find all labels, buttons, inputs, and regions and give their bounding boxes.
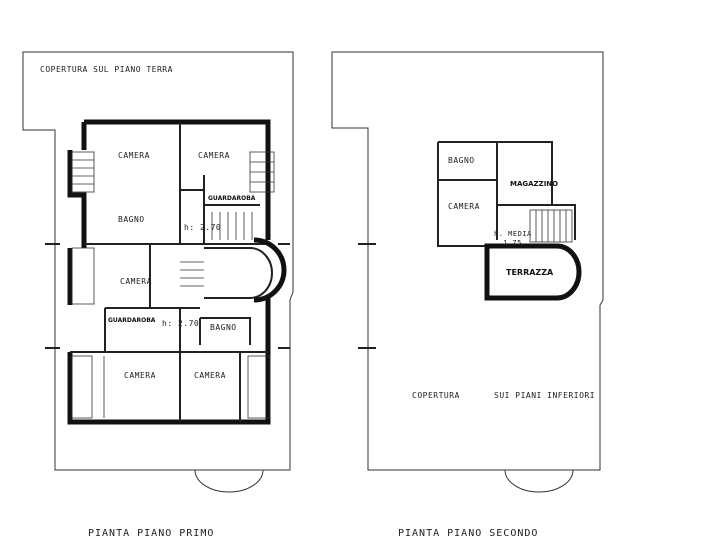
second-floor-wall-markers xyxy=(358,243,376,349)
height-label-upper: h: 2.70 xyxy=(184,223,221,232)
room-camera-bottom-right: CAMERA xyxy=(194,371,226,380)
room-bagno-left: BAGNO xyxy=(118,215,145,224)
height-media-label: h. MEDIA xyxy=(494,230,532,238)
terrazza-outline xyxy=(484,243,582,301)
first-floor-window-hatching xyxy=(71,151,275,419)
room-terrazza: TERRAZZA xyxy=(506,268,554,277)
second-floor-staircase xyxy=(529,209,573,243)
room-camera-top-right: CAMERA xyxy=(198,151,230,160)
first-floor-roof-outline xyxy=(22,51,294,471)
second-floor-entrance-arc xyxy=(504,469,574,493)
first-floor-wall-markers xyxy=(45,243,290,349)
first-floor-inner-walls xyxy=(70,122,268,422)
room-bagno-second: BAGNO xyxy=(448,156,475,165)
second-floor-roof-label-left: COPERTURA xyxy=(412,391,460,400)
first-floor-plan: COPERTURA SUL PIANO TERRA CAMERA CAMERA … xyxy=(22,51,294,539)
first-floor-outer-wall xyxy=(67,119,271,425)
room-bagno-right: BAGNO xyxy=(210,323,237,332)
first-floor-title: PIANTA PIANO PRIMO xyxy=(88,528,214,539)
room-guardaroba-lower: GUARDAROBA xyxy=(108,317,156,324)
first-floor-staircase xyxy=(180,212,287,303)
room-camera-second: CAMERA xyxy=(448,202,480,211)
height-media-value: 1.75 xyxy=(503,239,522,247)
room-camera-bottom-left: CAMERA xyxy=(124,371,156,380)
second-floor-roof-outline xyxy=(331,51,604,471)
second-floor-walls xyxy=(437,141,576,247)
height-label-lower: h: 2.70 xyxy=(162,319,199,328)
entrance-arc xyxy=(194,469,264,493)
room-camera-top-left: CAMERA xyxy=(118,151,150,160)
second-floor-plan: BAGNO MAGAZZINO CAMERA h. MEDIA 1.75 TER… xyxy=(331,51,604,539)
room-camera-middle: CAMERA xyxy=(120,277,152,286)
first-floor-roof-label: COPERTURA SUL PIANO TERRA xyxy=(40,65,173,74)
second-floor-title: PIANTA PIANO SECONDO xyxy=(398,528,538,539)
second-floor-roof-label-right: SUI PIANI INFERIORI xyxy=(494,391,595,400)
room-guardaroba-top: GUARDAROBA xyxy=(208,195,256,202)
room-magazzino: MAGAZZINO xyxy=(510,180,558,188)
